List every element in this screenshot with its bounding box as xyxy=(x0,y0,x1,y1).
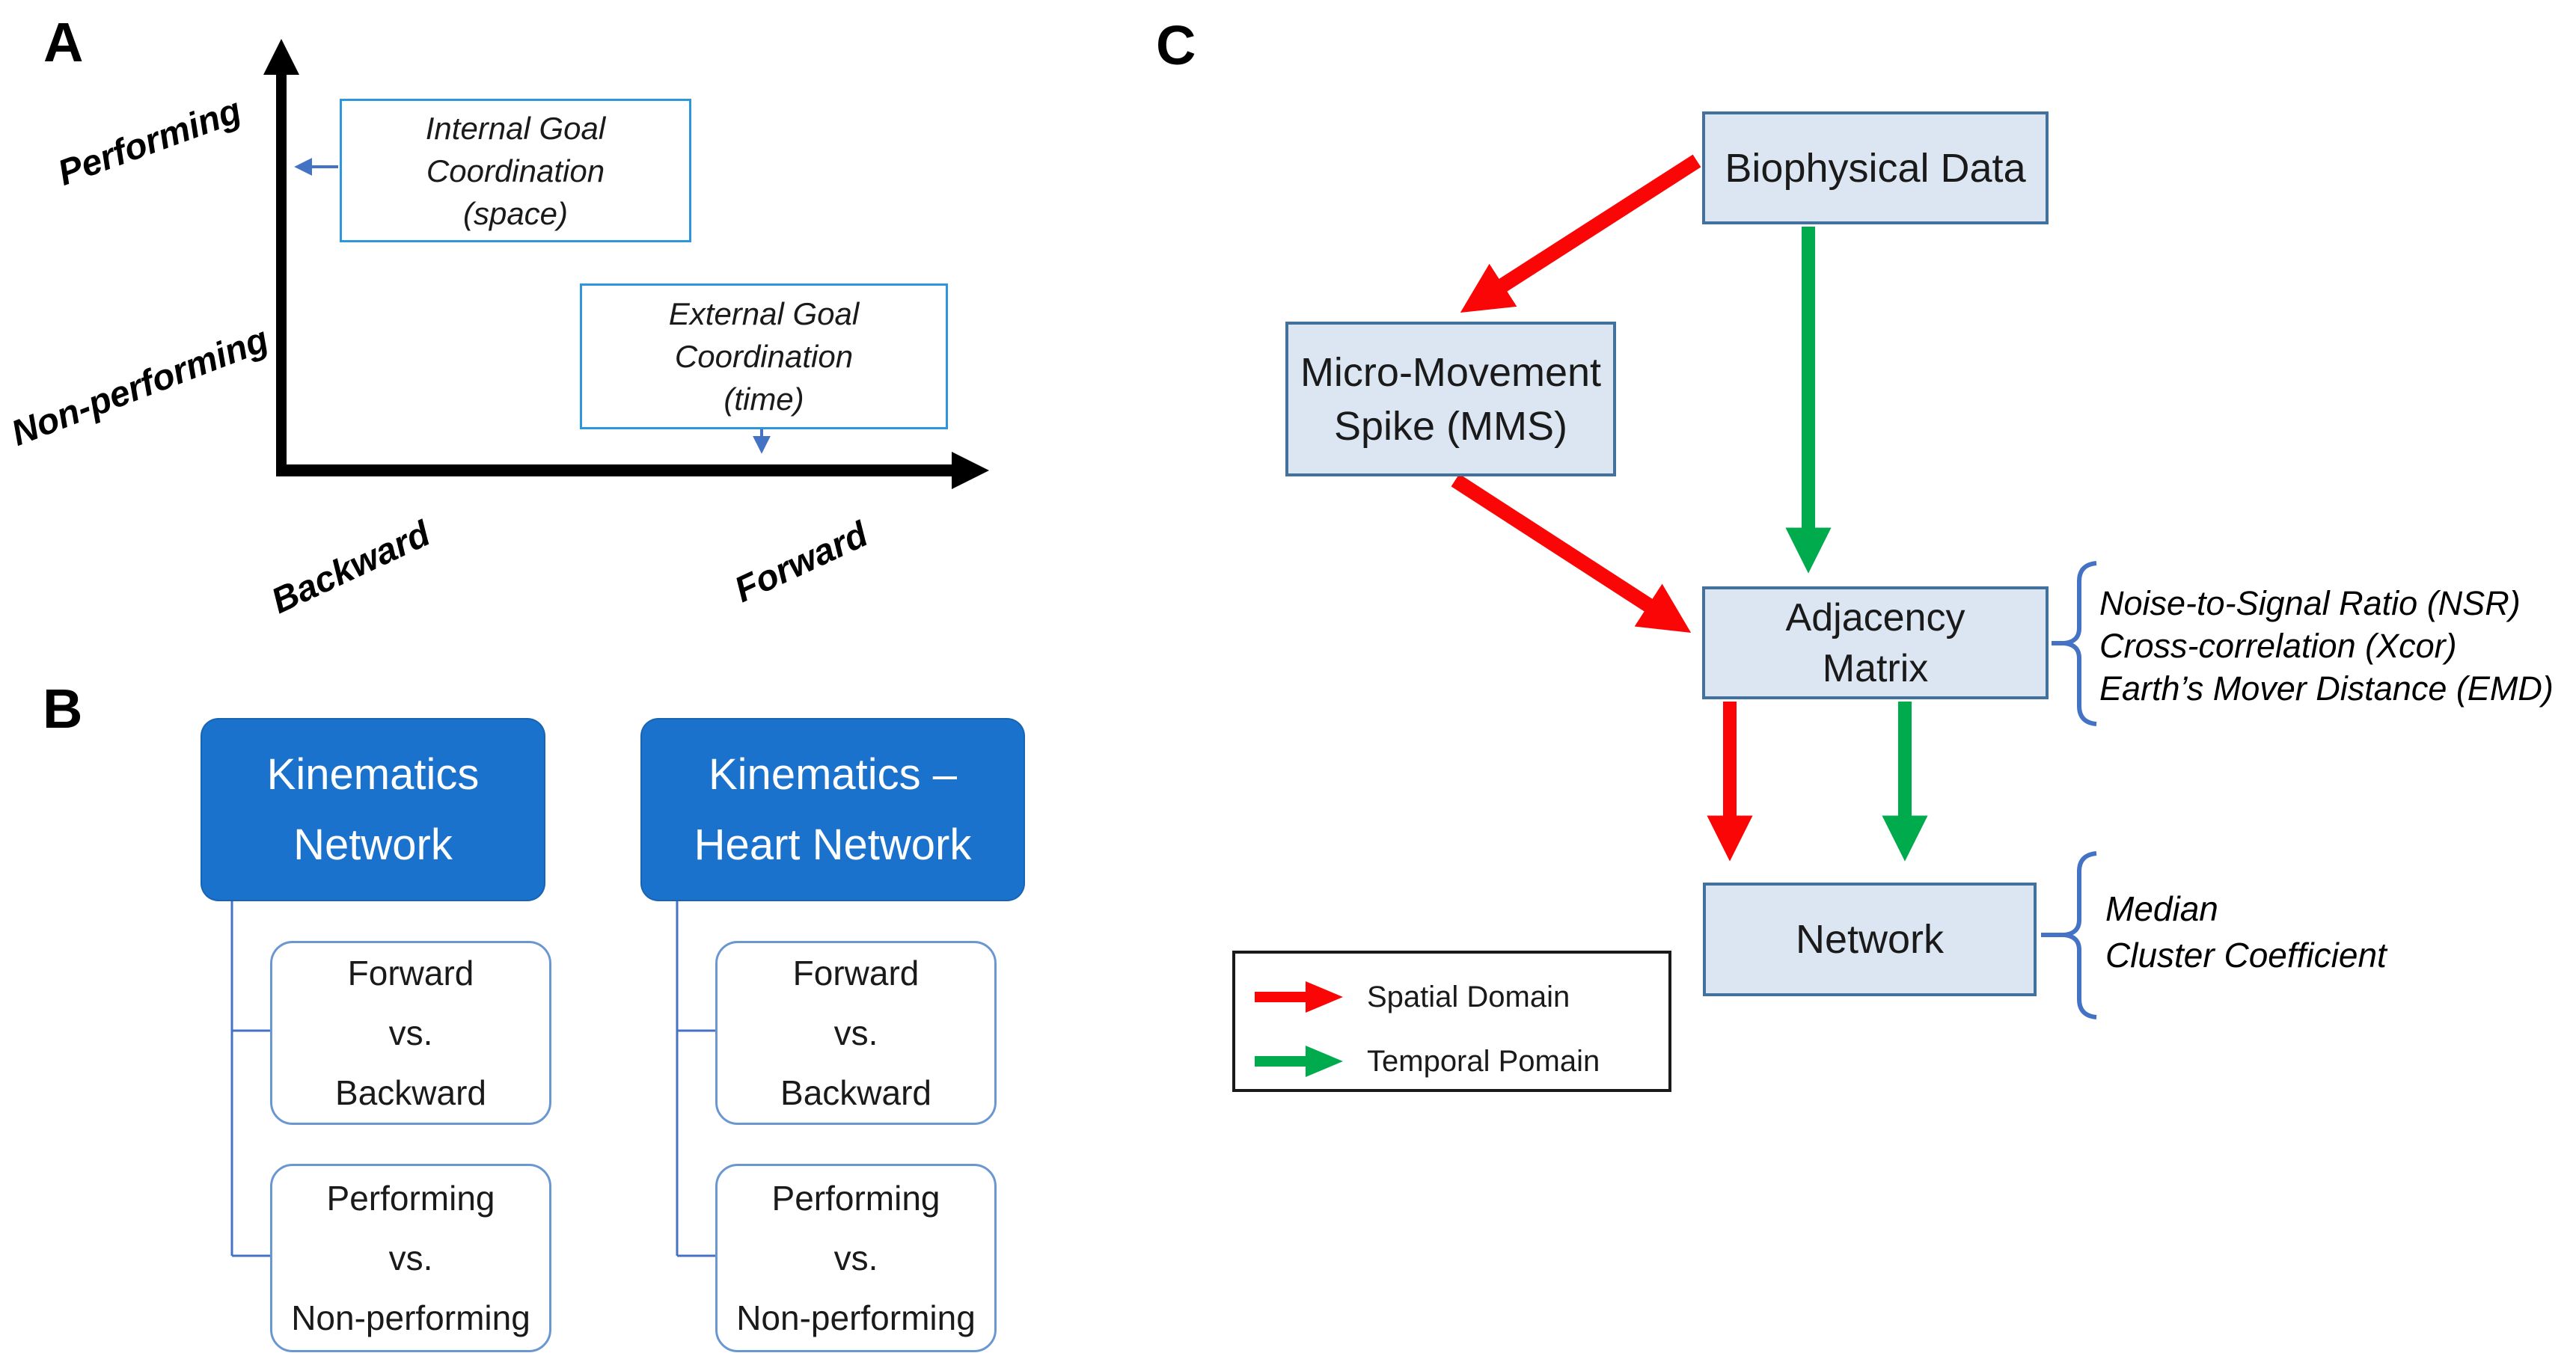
kinematics-heart-title-line: Heart Network xyxy=(694,820,972,869)
micro-movement-spike-node: Micro-Movement Spike (MMS) xyxy=(1285,322,1616,476)
external-goal-line: External Goal xyxy=(668,296,860,331)
biophysical-data-node: Biophysical Data xyxy=(1702,111,2049,224)
adjacency-matrix-node: Adjacency Matrix xyxy=(1702,586,2049,699)
metric-line: Noise-to-Signal Ratio (NSR) xyxy=(2099,584,2521,622)
network-metrics-annotation: Median Cluster Coefficient xyxy=(2105,886,2387,978)
comparison-line: Backward xyxy=(780,1073,931,1112)
adjacency-metrics-annotation: Noise-to-Signal Ratio (NSR) Cross-correl… xyxy=(2099,582,2554,710)
comparison-line: vs. xyxy=(833,1239,878,1277)
comparison-line: vs. xyxy=(388,1013,433,1052)
comparison-line: vs. xyxy=(388,1239,433,1277)
comparison-line: Forward xyxy=(792,954,920,993)
network-node: Network xyxy=(1703,883,2037,996)
panel-c-label: C xyxy=(1156,14,1196,76)
legend-label-temporal: Temporal Pomain xyxy=(1367,1044,1600,1078)
legend-box: Spatial Domain Temporal Pomain xyxy=(1232,951,1671,1092)
kinematics-network-connector xyxy=(230,898,270,1257)
node-label: Biophysical Data xyxy=(1725,145,2026,191)
spatial-domain-arrow-icon xyxy=(1255,981,1343,1013)
internal-goal-coordination-box: Internal Goal Coordination (space) xyxy=(340,99,691,242)
comparison-line: Non-performing xyxy=(736,1298,976,1337)
kinematics-heart-network-header: Kinematics – Heart Network xyxy=(640,718,1025,901)
legend-item-temporal: Temporal Pomain xyxy=(1253,1042,1600,1081)
kinematics-network-title-line: Network xyxy=(293,820,453,869)
panel-a-label: A xyxy=(43,11,84,73)
kinematics-performing-vs-non-performing-box: Performing vs. Non-performing xyxy=(270,1164,551,1352)
node-label: Network xyxy=(1795,917,1945,962)
comparison-line: vs. xyxy=(833,1013,878,1052)
kinematics-network-header: Kinematics Network xyxy=(201,718,545,901)
kinematics-forward-vs-backward-box: Forward vs. Backward xyxy=(270,941,551,1125)
external-goal-line: Coordination xyxy=(674,339,854,374)
internal-goal-line: Coordination xyxy=(426,153,605,188)
internal-goal-line: Internal Goal xyxy=(425,110,606,146)
internal-goal-line: (space) xyxy=(462,195,569,231)
adjacency-brace-icon xyxy=(2052,561,2097,726)
red-arrow-mms-to-adjacency-icon xyxy=(1451,473,1692,633)
comparison-line: Forward xyxy=(347,954,474,993)
x-axis-arrowhead-icon xyxy=(952,452,989,489)
legend-label-spatial: Spatial Domain xyxy=(1367,980,1570,1013)
red-arrow-biophysical-to-mms-icon xyxy=(1460,154,1701,313)
kinematics-heart-title-line: Kinematics – xyxy=(708,749,958,799)
heart-forward-vs-backward-box: Forward vs. Backward xyxy=(715,941,997,1125)
legend-item-spatial: Spatial Domain xyxy=(1253,978,1570,1016)
metric-line: Earth’s Mover Distance (EMD) xyxy=(2099,669,2554,708)
temporal-domain-arrow-icon xyxy=(1255,1046,1343,1077)
comparison-line: Backward xyxy=(335,1073,486,1112)
comparison-line: Non-performing xyxy=(291,1298,530,1337)
kinematics-network-title-line: Kinematics xyxy=(266,749,480,799)
node-label: Spike (MMS) xyxy=(1333,403,1568,449)
y-axis-arrowhead-icon xyxy=(263,39,299,75)
node-label: Adjacency xyxy=(1785,595,1965,639)
panel-b-label: B xyxy=(43,678,83,740)
network-brace-icon xyxy=(2041,851,2097,1019)
kinematics-heart-network-connector xyxy=(676,898,715,1257)
external-goal-line: (time) xyxy=(723,381,804,417)
metric-line: Median xyxy=(2105,889,2218,928)
comparison-line: Performing xyxy=(771,1179,940,1218)
external-goal-coordination-box: External Goal Coordination (time) xyxy=(580,283,948,429)
metric-line: Cluster Coefficient xyxy=(2105,936,2387,975)
heart-performing-vs-non-performing-box: Performing vs. Non-performing xyxy=(715,1164,997,1352)
comparison-line: Performing xyxy=(326,1179,495,1218)
node-label: Micro-Movement xyxy=(1300,349,1602,395)
metric-line: Cross-correlation (Xcor) xyxy=(2099,627,2457,665)
node-label: Matrix xyxy=(1822,646,1929,690)
